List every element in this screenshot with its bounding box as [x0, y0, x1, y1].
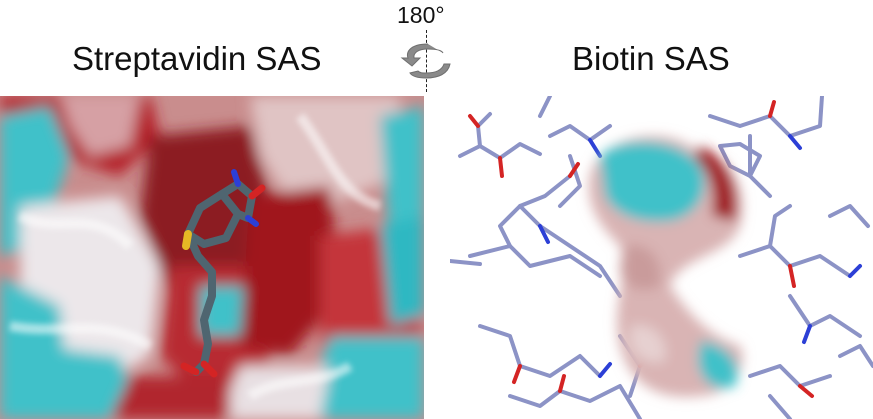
- rotation-arrow-icon: [400, 43, 451, 79]
- rotation-angle-label: 180°: [397, 2, 445, 28]
- rotation-axis-line: [426, 30, 427, 92]
- streptavidin-sas-title: Streptavidin SAS: [72, 40, 322, 77]
- streptavidin-surface-panel: [0, 96, 424, 419]
- biotin-surface-panel: [450, 96, 873, 419]
- biotin-sas-title: Biotin SAS: [572, 40, 730, 77]
